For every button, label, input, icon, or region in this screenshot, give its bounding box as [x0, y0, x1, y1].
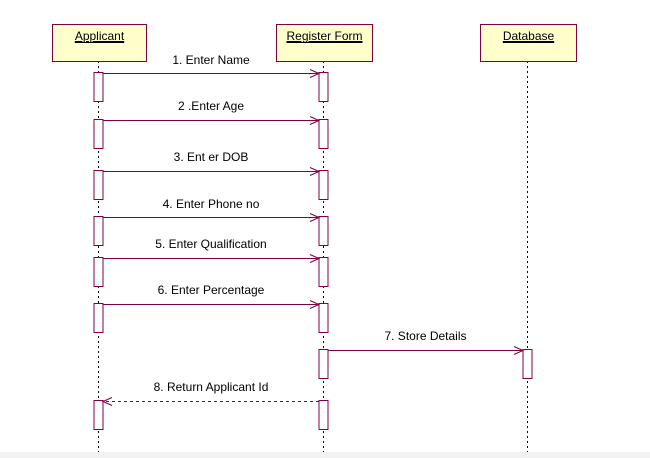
activation-bar-applicant — [93, 119, 104, 149]
activation-bar-applicant — [93, 72, 104, 102]
arrowhead-icon — [513, 346, 525, 355]
message-4: 4. Enter Phone no — [103, 197, 321, 222]
message-arrows: 1. Enter Name 2 .Enter Age 3. Ent er DOB 4.… — [101, 53, 525, 406]
arrowhead-icon — [309, 116, 321, 125]
message-label: 3. Ent er DOB — [174, 150, 249, 164]
participant-box — [52, 24, 147, 62]
message-7: 7. Store Details — [328, 329, 525, 355]
arrowhead-icon — [309, 254, 321, 263]
message-2: 2 .Enter Age — [103, 99, 321, 125]
message-5: 5. Enter Qualification — [103, 237, 321, 263]
arrowhead-icon — [309, 69, 321, 78]
activation-bar-register — [318, 119, 329, 149]
participant-label: Applicant — [75, 29, 125, 43]
message-1: 1. Enter Name — [103, 53, 321, 78]
participants: Applicant Register Form Database — [52, 24, 577, 62]
arrowhead-icon — [309, 167, 321, 176]
participant-applicant: Applicant — [52, 24, 147, 62]
activation-bar-register — [318, 400, 329, 430]
message-label: 1. Enter Name — [172, 53, 250, 67]
message-label: 7. Store Details — [384, 329, 466, 343]
activation-bar-register — [318, 257, 329, 287]
message-label: 8. Return Applicant Id — [154, 380, 269, 394]
activation-bar-applicant — [93, 303, 104, 333]
activation-bar-register — [318, 216, 329, 246]
message-8: 8. Return Applicant Id — [101, 380, 319, 406]
activation-bar-applicant — [93, 257, 104, 287]
message-label: 5. Enter Qualification — [155, 237, 266, 251]
message-3: 3. Ent er DOB — [103, 150, 321, 176]
message-6: 6. Enter Percentage — [103, 283, 321, 309]
activation-bar-register — [318, 170, 329, 200]
activation-bar-register — [318, 303, 329, 333]
activation-bar-applicant — [93, 400, 104, 430]
arrowhead-icon — [309, 213, 321, 222]
participant-database: Database — [480, 24, 577, 62]
participant-label: Database — [503, 29, 555, 43]
message-label: 2 .Enter Age — [178, 99, 244, 113]
arrowhead-icon — [309, 300, 321, 309]
message-label: 6. Enter Percentage — [158, 283, 265, 297]
activation-bar-applicant — [93, 216, 104, 246]
arrowhead-icon — [101, 397, 113, 406]
activation-bar-database — [522, 349, 533, 379]
activation-bar-register — [318, 349, 329, 379]
activation-bar-applicant — [93, 170, 104, 200]
bottom-edge — [0, 452, 650, 458]
activation-bar-register — [318, 72, 329, 102]
message-label: 4. Enter Phone no — [163, 197, 260, 211]
participant-register: Register Form — [276, 24, 373, 62]
participant-label: Register Form — [286, 29, 362, 43]
activation-bars — [93, 72, 533, 430]
